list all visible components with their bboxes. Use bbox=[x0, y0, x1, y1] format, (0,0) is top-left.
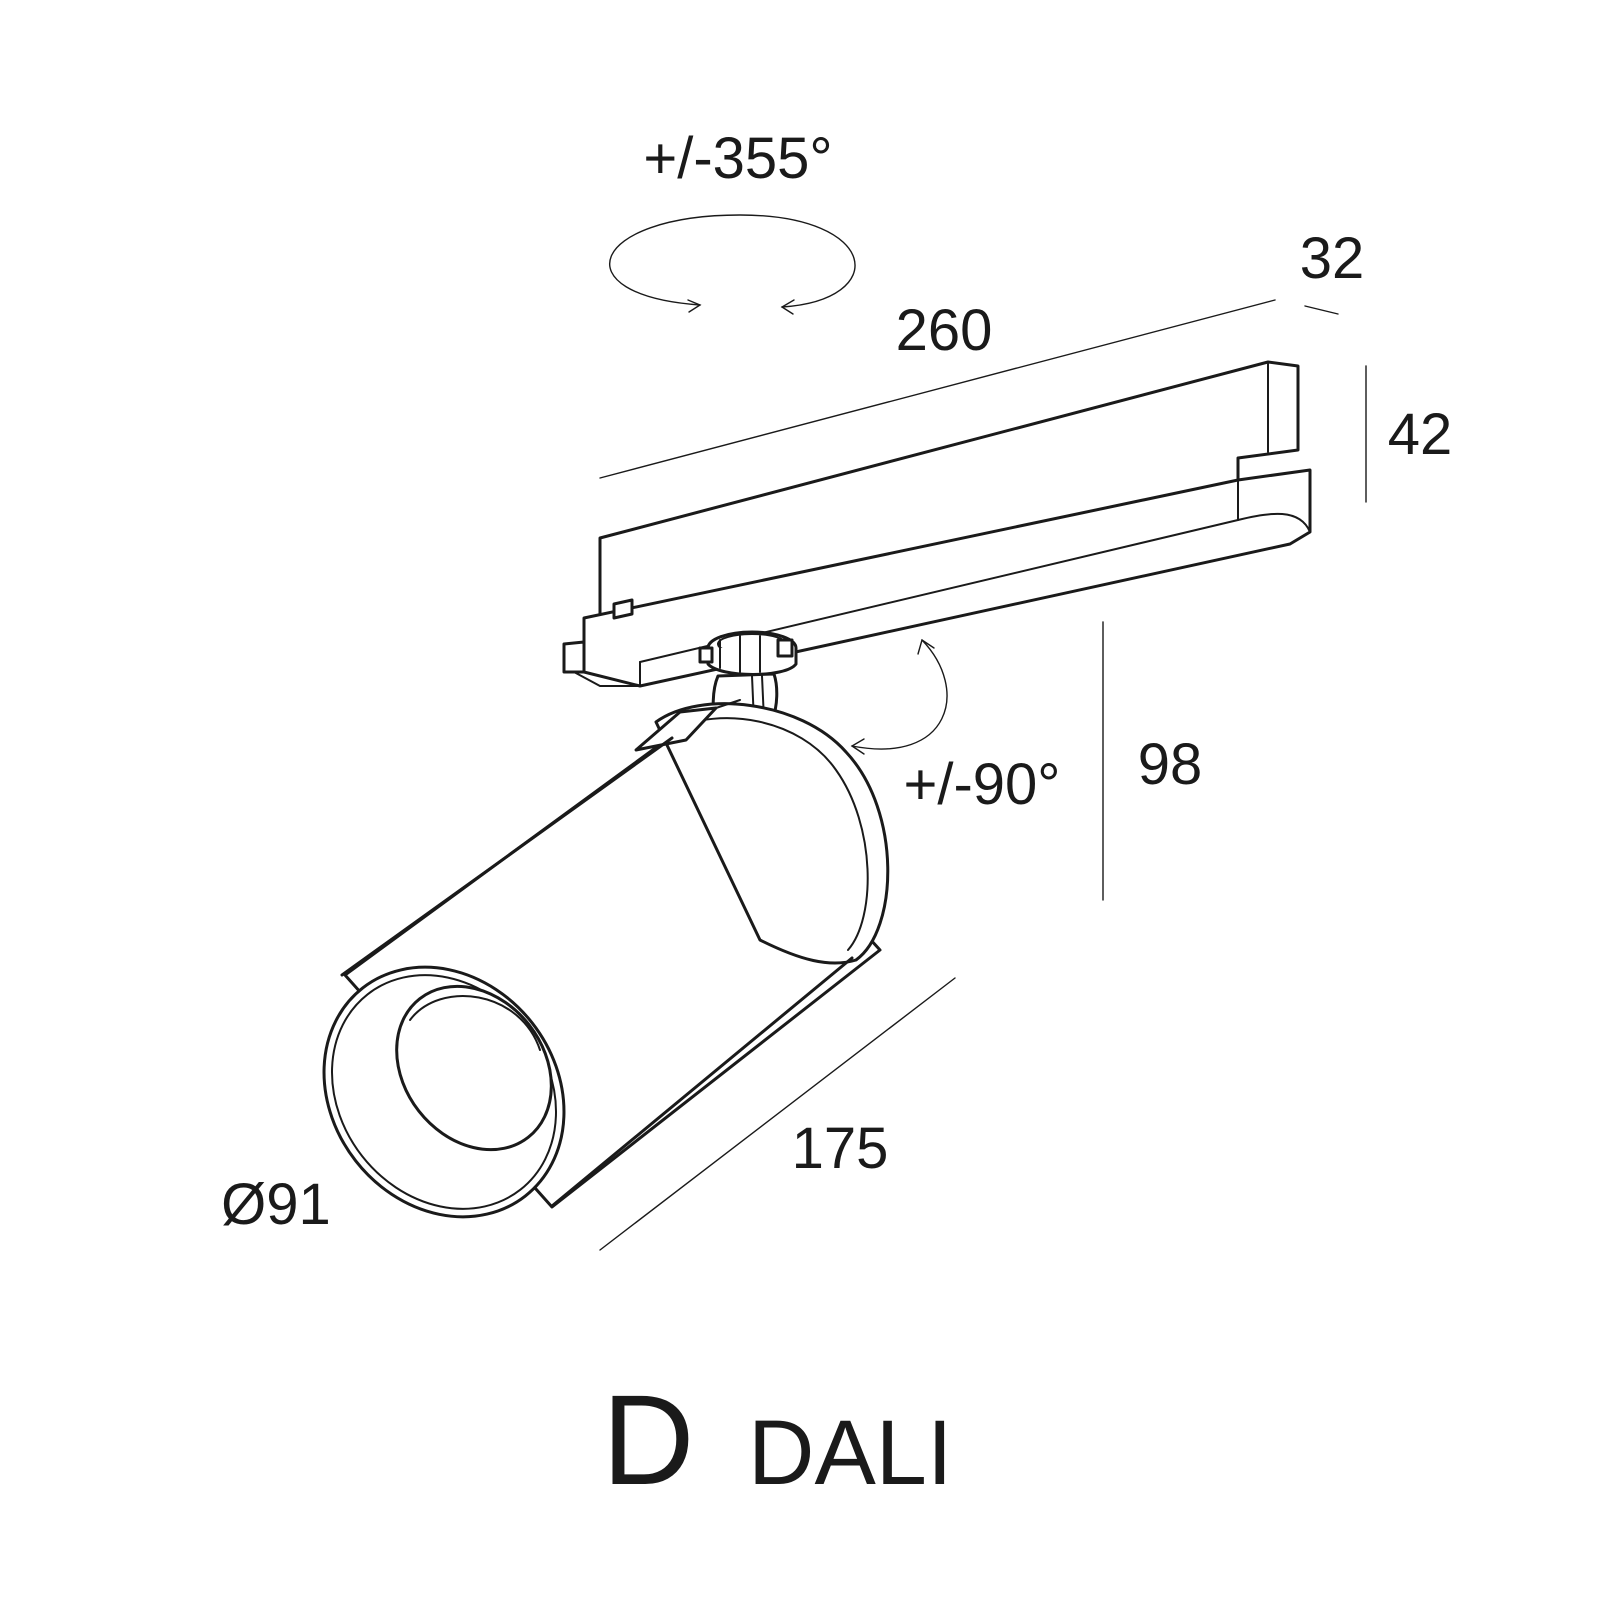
label-body-diameter: Ø91 bbox=[221, 1172, 331, 1237]
label-adapter-length: 260 bbox=[896, 298, 993, 363]
dimension-line-32 bbox=[1304, 305, 1339, 315]
product-title-sub: DALI bbox=[748, 1402, 953, 1504]
label-adapter-height: 42 bbox=[1388, 402, 1453, 467]
horizontal-rotation-indicator bbox=[609, 214, 856, 315]
label-rotation-horizontal: +/-355° bbox=[643, 126, 832, 191]
label-total-height: 98 bbox=[1138, 732, 1203, 797]
label-rotation-vertical: +/-90° bbox=[903, 752, 1060, 817]
track-adapter bbox=[562, 360, 1312, 688]
dimension-line-175 bbox=[599, 977, 956, 1251]
dimension-line-260 bbox=[599, 299, 1276, 479]
label-adapter-depth: 32 bbox=[1300, 226, 1365, 291]
label-body-length: 175 bbox=[792, 1116, 889, 1181]
product-title-main: D bbox=[602, 1369, 694, 1512]
spotlight-body bbox=[322, 699, 890, 1219]
vertical-rotation-indicator bbox=[850, 638, 948, 755]
